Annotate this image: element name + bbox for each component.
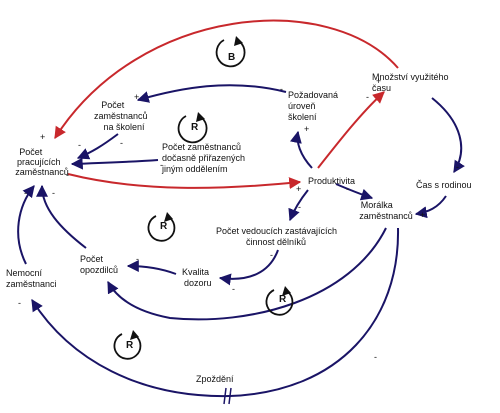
edge-kvalita-to-opozdilci — [126, 260, 177, 275]
edge-mnozstvi-to-pracujici — [54, 19, 399, 140]
node-pocet-na-skoleni: Počet zaměstnanců na školení — [94, 100, 150, 132]
loop-r3: R — [265, 286, 294, 316]
node-mnozstvi-casu: Množství využitého času — [372, 72, 451, 93]
sign-minus: - — [298, 202, 301, 212]
loop-r1-label: R — [191, 122, 199, 133]
loop-r2-label: R — [160, 221, 168, 232]
node-moralka: Morálka zaměstnanců — [359, 200, 413, 221]
edge-produktivita-to-pozadovana — [290, 130, 313, 169]
edge-naskoleni-to-pracujici — [76, 133, 119, 160]
sign-minus: - — [18, 298, 21, 308]
sign-minus: - — [232, 284, 235, 294]
sign-plus: + — [134, 92, 139, 102]
edge-pozadovana-to-naskoleni — [136, 84, 287, 103]
edge-moralka-to-opozdilci — [107, 227, 387, 321]
sign-minus: - — [66, 170, 69, 180]
edge-produktivita-to-vedouci — [288, 189, 309, 222]
edge-docasne-to-pracujici — [70, 157, 159, 170]
sign-minus: - — [52, 188, 55, 198]
node-kvalita-dozoru: Kvalita dozoru — [182, 267, 212, 288]
edge-opozdilci-to-pracujici — [36, 184, 87, 249]
loop-b1-label: B — [228, 52, 235, 63]
loop-r2: R — [147, 212, 176, 242]
loop-r4: R — [113, 330, 142, 360]
delay-mark-1 — [223, 387, 227, 405]
delay-label: Zpoždění — [196, 374, 234, 384]
sign-minus: - — [374, 352, 377, 362]
sign-minus: - — [346, 184, 349, 194]
sign-plus: + — [420, 210, 425, 220]
node-pocet-vedoucich: Počet vedoucích zastávajících činnost dě… — [216, 226, 340, 247]
edge-produktivita-to-moralka — [335, 183, 374, 201]
sign-minus: - — [280, 84, 283, 94]
sign-minus: - — [78, 140, 81, 150]
edge-vedouci-to-kvalita — [218, 249, 279, 286]
node-produktivita: Produktivita — [308, 176, 355, 186]
node-cas-s-rodinou: Čas s rodinou — [416, 180, 472, 190]
loop-b1: B — [215, 36, 246, 68]
loop-r4-label: R — [126, 340, 134, 351]
delay-mark-2 — [228, 387, 232, 405]
sign-minus: - — [136, 254, 139, 264]
edge-produktivita-to-mnozstvi — [317, 91, 385, 169]
edge-pracujici-to-produktivita — [67, 173, 302, 190]
sign-minus: - — [456, 162, 459, 172]
sign-minus: - — [270, 250, 273, 260]
sign-minus: - — [120, 138, 123, 148]
sign-minus: - — [366, 92, 369, 102]
sign-minus: - — [24, 188, 27, 198]
edge-cas-to-moralka — [414, 195, 447, 219]
sign-plus: + — [40, 132, 45, 142]
node-nemocni: Nemocní zaměstnanci — [6, 268, 57, 289]
edge-nemocni-to-pracujici — [17, 185, 35, 265]
node-pozadovana-uroven: Požadovaná úroveň školení — [288, 90, 341, 122]
loop-r3-label: R — [279, 294, 287, 305]
loop-r1: R — [177, 112, 208, 144]
sign-plus: + — [376, 76, 381, 86]
node-docasne-prirazenych: Počet zaměstnanců dočasně přiřazených ji… — [161, 142, 248, 174]
edge-mnozstvi-to-cas — [431, 97, 465, 174]
node-pocet-opozdilcu: Počet opozdilců — [80, 254, 118, 275]
sign-plus: + — [296, 184, 301, 194]
sign-plus: + — [304, 124, 309, 134]
sign-minus: - — [160, 160, 163, 170]
node-pocet-pracujicich: Počet pracujících zaměstnanců — [15, 147, 69, 177]
